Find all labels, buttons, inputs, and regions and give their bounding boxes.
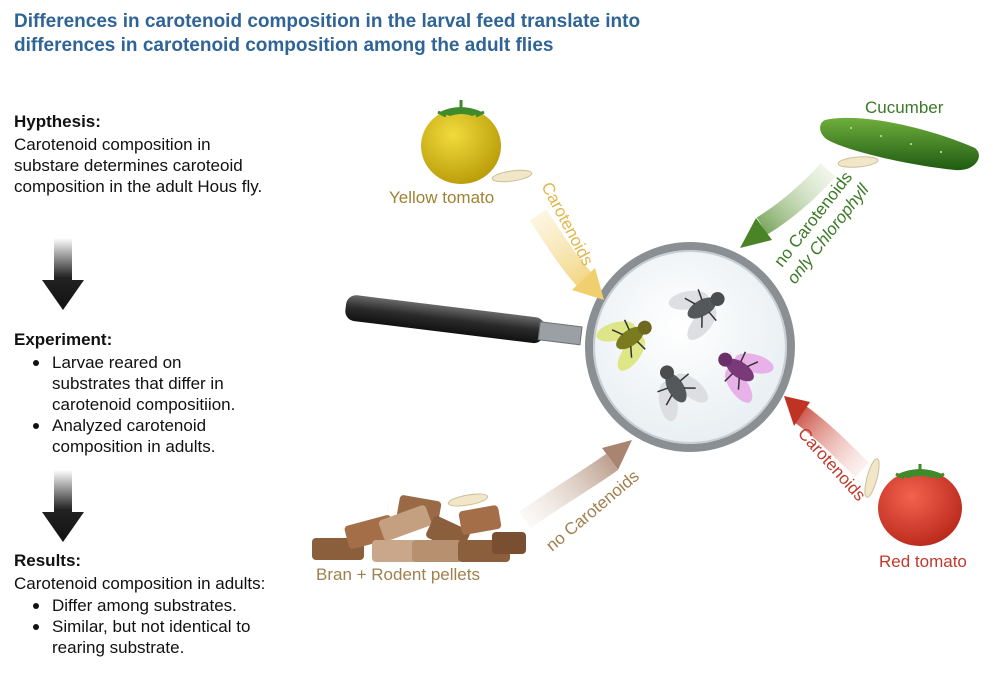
yellow-tomato-icon xyxy=(421,100,501,184)
cucumber-icon xyxy=(820,117,979,171)
list-item-line: Similar, but not identical to xyxy=(52,617,251,636)
hypothesis-line: Carotenoid composition in xyxy=(14,135,211,154)
experiment-list: Larvae reared on substrates that differ … xyxy=(14,352,235,457)
hypothesis-line: substare determines caroteoid xyxy=(14,156,243,175)
results-list: Differ among substrates. Similar, but no… xyxy=(14,595,250,658)
green-arrow-icon xyxy=(740,163,836,248)
list-item-line: substrates that differ in xyxy=(52,374,224,393)
red-arrow-icon xyxy=(784,396,870,478)
list-item-line: Differ among substrates. xyxy=(52,596,237,615)
fly-icon xyxy=(668,289,725,340)
brown-arrow-icon xyxy=(519,440,632,529)
list-item-line: rearing substrate. xyxy=(52,638,185,657)
red-tomato-label: Red tomato xyxy=(879,552,967,571)
hypothesis-line: composition in the adult Hous fly. xyxy=(14,177,263,196)
red-tomato-icon xyxy=(878,464,962,546)
fly-icon xyxy=(718,351,774,403)
list-item: Larvae reared on substrates that differ … xyxy=(14,352,235,415)
results-intro: Carotenoid composition in adults: xyxy=(14,574,266,593)
title-line-1: Differences in carotenoid composition in… xyxy=(14,11,641,32)
pellets-icon xyxy=(312,495,526,562)
cucumber-label: Cucumber xyxy=(865,98,944,117)
results-heading: Results: xyxy=(14,551,82,570)
list-item-line: carotenoid compositiion. xyxy=(52,395,236,414)
list-item: Similar, but not identical to rearing su… xyxy=(14,616,250,658)
hypothesis-text: Carotenoid composition in substare deter… xyxy=(14,134,262,197)
down-arrow-icon xyxy=(42,470,84,542)
list-item: Analyzed carotenoid composition in adult… xyxy=(14,415,235,457)
larva-icon xyxy=(837,156,879,168)
down-arrow-icon xyxy=(42,238,84,310)
bran-pellets-label: Bran + Rodent pellets xyxy=(316,565,480,584)
yellow-tomato-label: Yellow tomato xyxy=(389,188,495,207)
list-item-line: Analyzed carotenoid xyxy=(52,416,207,435)
list-item: Differ among substrates. xyxy=(14,595,250,616)
fly-icon xyxy=(596,319,652,371)
yellow-arrow-icon xyxy=(529,209,604,300)
larva-icon xyxy=(447,493,489,507)
list-item-line: Larvae reared on xyxy=(52,353,182,372)
magnifying-glass-icon xyxy=(345,242,795,452)
fly-icon xyxy=(657,365,708,422)
larva-icon xyxy=(491,169,533,183)
experiment-heading: Experiment: xyxy=(14,330,113,349)
hypothesis-heading: Hypthesis: xyxy=(14,112,101,131)
larva-icon xyxy=(864,458,880,498)
title-line-2: differences in carotenoid composition am… xyxy=(14,35,554,56)
list-item-line: composition in adults. xyxy=(52,437,216,456)
figure-title: Differences in carotenoid composition in… xyxy=(14,10,974,58)
